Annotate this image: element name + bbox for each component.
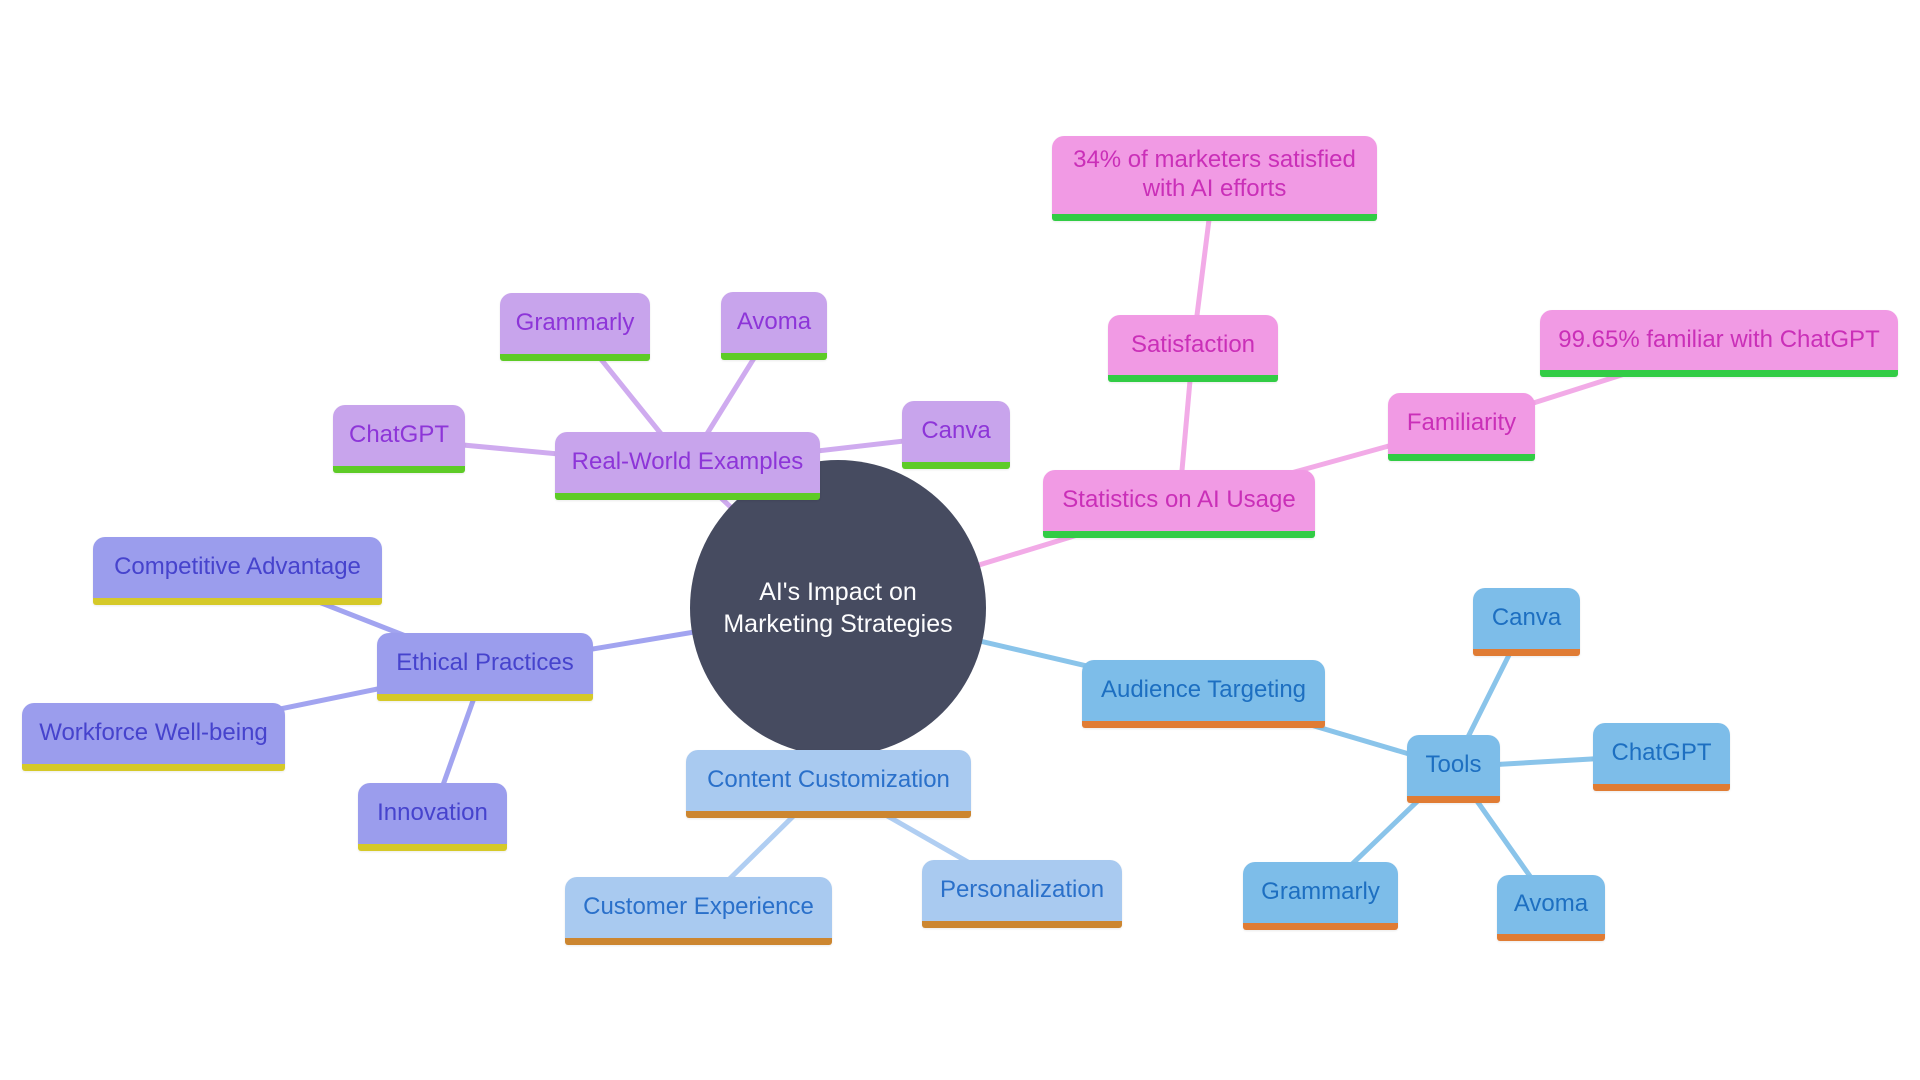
node-label: Canva [921, 417, 991, 445]
node-familiarity-stat[interactable]: 99.65% familiar with ChatGPT [1540, 310, 1898, 377]
node-label: 34% of marketers satisfied with AI effor… [1073, 146, 1356, 202]
node-satisfaction-stat[interactable]: 34% of marketers satisfied with AI effor… [1052, 136, 1377, 221]
node-label: Tools [1425, 751, 1482, 779]
node-content-customization[interactable]: Content Customization [686, 750, 971, 818]
node-rwe-chatgpt[interactable]: ChatGPT [333, 405, 465, 473]
node-innovation[interactable]: Innovation [358, 783, 507, 851]
node-label: Grammarly [515, 309, 635, 337]
node-tools-chatgpt[interactable]: ChatGPT [1593, 723, 1730, 791]
node-statistics[interactable]: Statistics on AI Usage [1043, 470, 1315, 538]
node-satisfaction[interactable]: Satisfaction [1108, 315, 1278, 382]
node-real-world-examples[interactable]: Real-World Examples [555, 432, 820, 500]
node-workforce-wellbeing[interactable]: Workforce Well-being [22, 703, 285, 771]
node-customer-experience[interactable]: Customer Experience [565, 877, 832, 945]
node-label: Ethical Practices [396, 649, 574, 677]
node-tools-grammarly[interactable]: Grammarly [1243, 862, 1398, 930]
node-label: Customer Experience [583, 893, 814, 921]
node-personalization[interactable]: Personalization [922, 860, 1122, 928]
node-familiarity[interactable]: Familiarity [1388, 393, 1535, 461]
node-label: ChatGPT [1611, 739, 1712, 767]
node-label: ChatGPT [348, 421, 450, 449]
node-rwe-canva[interactable]: Canva [902, 401, 1010, 469]
node-rwe-avoma[interactable]: Avoma [721, 292, 827, 360]
node-label: Innovation [377, 799, 488, 827]
node-label: Competitive Advantage [114, 553, 361, 581]
central-topic-node[interactable]: AI's Impact on Marketing Strategies [690, 460, 986, 756]
node-label: Satisfaction [1130, 330, 1256, 358]
node-audience-targeting[interactable]: Audience Targeting [1082, 660, 1325, 728]
node-label: Audience Targeting [1100, 676, 1307, 704]
node-tools-canva[interactable]: Canva [1473, 588, 1580, 656]
node-label: Canva [1491, 604, 1562, 632]
node-tools-avoma[interactable]: Avoma [1497, 875, 1605, 941]
node-label: Content Customization [707, 766, 950, 794]
node-label: Avoma [736, 308, 812, 336]
node-label: Familiarity [1406, 409, 1517, 437]
node-rwe-grammarly[interactable]: Grammarly [500, 293, 650, 361]
node-label: Workforce Well-being [39, 719, 268, 747]
node-label: Grammarly [1261, 878, 1380, 906]
node-ethical-practices[interactable]: Ethical Practices [377, 633, 593, 701]
node-label: Statistics on AI Usage [1062, 486, 1296, 514]
node-tools[interactable]: Tools [1407, 735, 1500, 803]
node-label: 99.65% familiar with ChatGPT [1558, 325, 1880, 353]
node-competitive-advantage[interactable]: Competitive Advantage [93, 537, 382, 605]
node-label: Personalization [939, 876, 1105, 904]
central-topic-label: AI's Impact on Marketing Strategies [723, 577, 953, 639]
node-label: Real-World Examples [571, 448, 804, 476]
node-label: Avoma [1513, 890, 1589, 918]
